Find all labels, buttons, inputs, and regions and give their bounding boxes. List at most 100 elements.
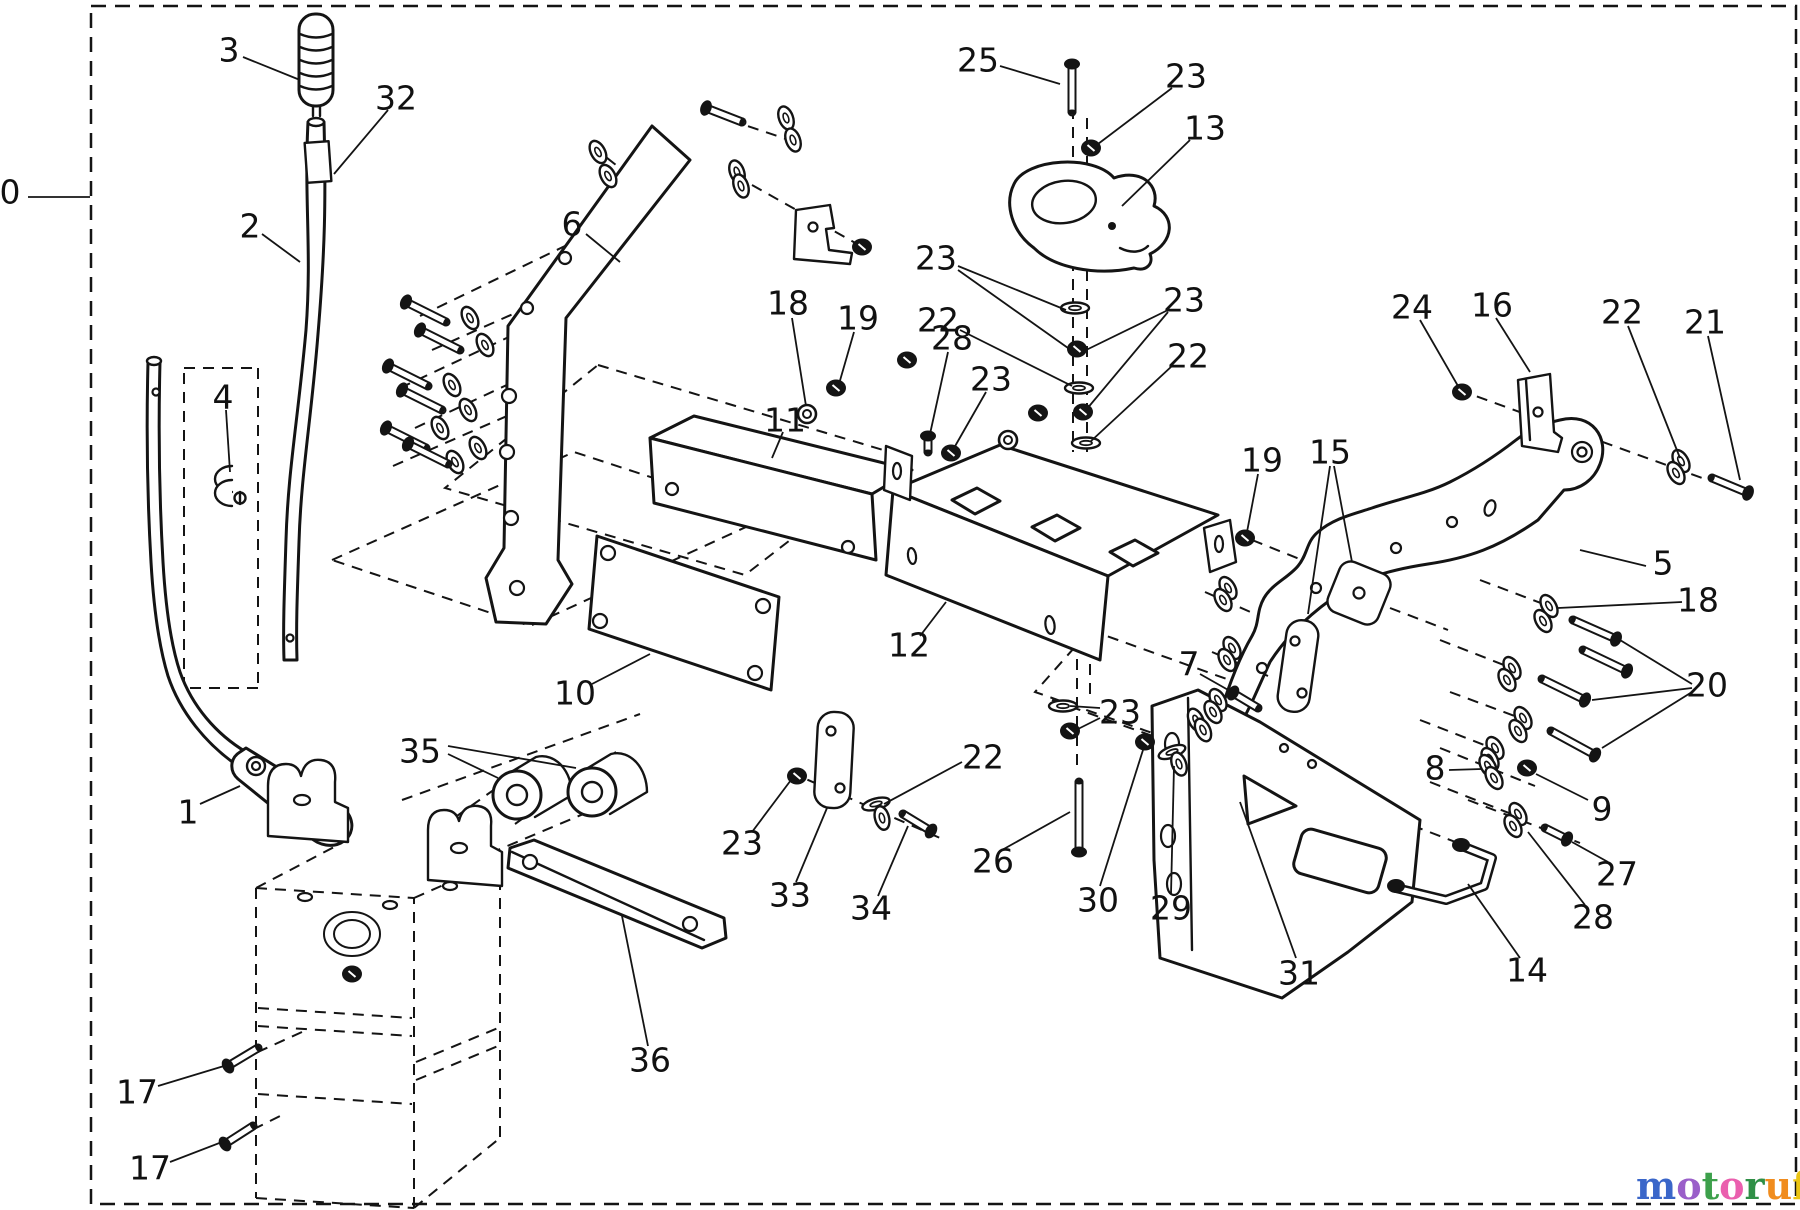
nut-icon [852, 238, 872, 256]
part-2-lever-tube [282, 116, 333, 662]
washer-icon [1503, 813, 1523, 839]
nut-icon [1135, 733, 1155, 751]
callout-label-4: 4 [213, 378, 234, 417]
leader-line [1085, 311, 1169, 411]
callout-label-35: 35 [399, 732, 441, 771]
nut-icon [1060, 722, 1080, 740]
nut-icon [342, 965, 362, 983]
leader-line [1467, 883, 1521, 959]
washer-icon [598, 163, 618, 189]
callout-15: 15 [1307, 433, 1353, 615]
callout-18: 18 [1557, 581, 1719, 620]
callout-label-19: 19 [1241, 441, 1283, 480]
callout-3: 3 [219, 31, 301, 81]
leader-line [585, 233, 621, 263]
leader-line [242, 56, 301, 81]
callout-label-23: 23 [1099, 693, 1141, 732]
assembly-axis [419, 245, 566, 317]
assembly-axis [257, 1093, 413, 1105]
callout-label-0: 0 [0, 173, 21, 212]
washer-icon [1497, 667, 1517, 693]
assembly-axis [1251, 539, 1333, 573]
washer-icon [1193, 717, 1213, 743]
warning-triangle-icon [1242, 774, 1298, 826]
callout-label-33: 33 [769, 876, 811, 915]
callout-17: 17 [116, 1065, 225, 1112]
nut-icon [1517, 759, 1537, 777]
washer-icon [1070, 436, 1102, 450]
callout-19: 19 [837, 299, 879, 385]
nut-icon [897, 351, 917, 369]
assembly-axis [1439, 639, 1510, 668]
leader-line [959, 329, 1073, 387]
callout-label-22: 22 [1167, 337, 1209, 376]
leader-line [877, 825, 909, 897]
callout-label-18: 18 [1677, 581, 1719, 620]
callout-19: 19 [1241, 441, 1283, 533]
assembly-axis-lines [183, 70, 1753, 1209]
callout-label-6: 6 [562, 205, 583, 244]
washer-icon [796, 403, 818, 425]
callout-label-30: 30 [1077, 881, 1119, 920]
washer-icon [777, 105, 795, 131]
callout-20: 20 [1591, 639, 1728, 749]
callout-label-5: 5 [1653, 544, 1674, 583]
callout-23: 23 [953, 360, 1012, 449]
leader-line [838, 331, 855, 385]
leader-line [1239, 801, 1297, 959]
leader-line [751, 779, 792, 833]
callout-label-29: 29 [1150, 889, 1192, 928]
leader-line [1001, 811, 1071, 851]
bolt-icon [1537, 674, 1592, 708]
callout-23: 23 [1097, 57, 1207, 145]
leader-line [1099, 749, 1144, 887]
callout-23: 23 [721, 779, 792, 863]
callout-label-23: 23 [970, 360, 1012, 399]
leader-line [953, 391, 987, 449]
leader-line [621, 915, 649, 1047]
callout-label-34: 34 [850, 889, 892, 928]
nut-icon [1452, 383, 1472, 401]
leader-line [999, 65, 1061, 85]
bolt-icon [399, 294, 451, 327]
callout-31: 31 [1239, 801, 1320, 993]
leader-line [1075, 717, 1101, 731]
alignment-box [329, 450, 773, 628]
watermark-logo: motoruf.de [1636, 1163, 1800, 1208]
callout-label-28: 28 [931, 319, 973, 358]
callout-28: 28 [1527, 831, 1614, 937]
part-5-lift-bracket [1218, 417, 1605, 728]
leader-line [1571, 841, 1609, 863]
bolt-icon [1578, 645, 1634, 679]
callout-21: 21 [1684, 303, 1741, 481]
leader-line [1419, 319, 1459, 387]
bolt-icon [1064, 58, 1080, 117]
callout-label-9: 9 [1592, 790, 1613, 829]
bolt-icon [1707, 473, 1754, 501]
assembly-axis [1419, 719, 1493, 749]
assembly-axis [257, 1007, 413, 1019]
page-border [89, 4, 1798, 1206]
bolt-icon [221, 1043, 263, 1074]
callout-22: 22 [883, 738, 1004, 805]
assembly-axis [1429, 781, 1515, 816]
washer-icon [460, 305, 480, 331]
callout-23: 23 [1069, 693, 1141, 732]
callout-label-10: 10 [554, 674, 596, 713]
washer-icon [1217, 647, 1237, 673]
callout-label-17: 17 [129, 1149, 171, 1188]
nut-icon [1067, 340, 1087, 358]
part-6-lift-bracket [484, 124, 692, 626]
leader-line [1069, 705, 1101, 709]
leader-line [1448, 768, 1483, 771]
callout-label-23: 23 [1163, 281, 1205, 320]
callout-22: 22 [1089, 337, 1209, 443]
assembly-axis [1389, 607, 1449, 631]
callout-label-26: 26 [972, 842, 1014, 881]
callout-1: 1 [178, 785, 241, 832]
callout-label-19: 19 [837, 299, 879, 338]
leader-line [791, 317, 807, 407]
part-12-pan [882, 443, 1238, 662]
callout-7: 7 [1179, 645, 1231, 692]
